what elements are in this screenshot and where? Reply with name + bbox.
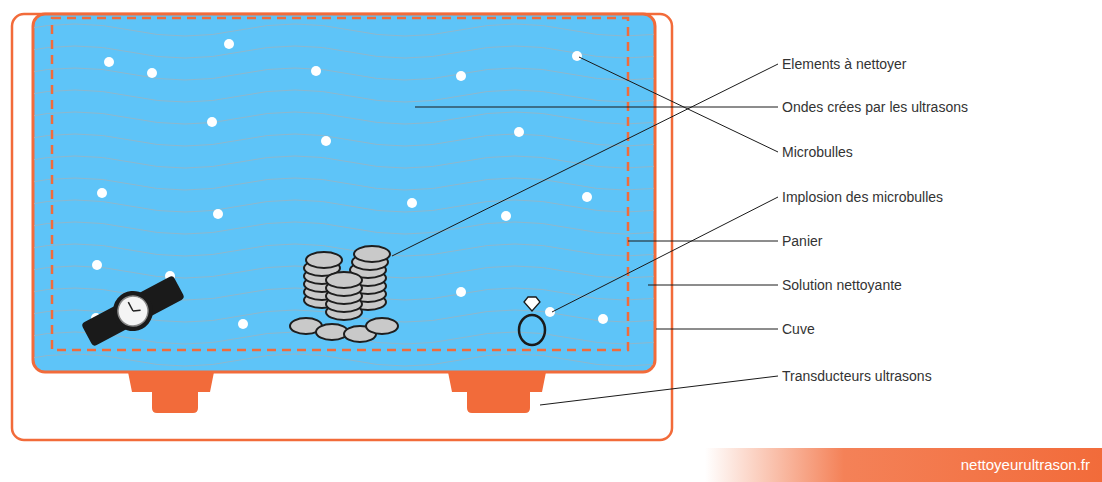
bubble	[213, 209, 223, 219]
bubble	[97, 188, 107, 198]
bubble	[311, 66, 321, 76]
watch-hand	[128, 302, 133, 311]
bubble	[321, 136, 331, 146]
coin	[316, 324, 348, 340]
coin	[354, 246, 390, 262]
coins	[290, 246, 398, 342]
bubble	[545, 307, 555, 317]
callout-label: Ondes crées par les ultrasons	[782, 98, 968, 116]
leader-line	[579, 57, 778, 152]
bubble	[582, 192, 592, 202]
wave	[34, 46, 654, 58]
wave	[34, 222, 654, 234]
wave	[34, 244, 654, 256]
wave	[34, 200, 654, 212]
bubble	[238, 319, 248, 329]
coin	[326, 272, 362, 288]
watermark: nettoyeurultrason.fr	[961, 456, 1090, 474]
transducer	[128, 372, 214, 413]
callout-label: Cuve	[782, 320, 815, 338]
bubble	[572, 51, 582, 61]
wave	[34, 90, 654, 102]
bubble	[147, 68, 157, 78]
bubble	[92, 260, 102, 270]
wave	[34, 112, 654, 124]
basket	[52, 18, 628, 350]
wave	[34, 156, 654, 168]
bubble	[598, 314, 608, 324]
bubble	[407, 198, 417, 208]
transducer	[448, 372, 546, 413]
wave	[34, 178, 654, 190]
watch-face	[113, 291, 154, 332]
callout-label: Microbulles	[782, 143, 853, 161]
bubble	[456, 287, 466, 297]
coin	[306, 252, 342, 268]
callout-label: Transducteurs ultrasons	[782, 367, 932, 385]
watch-strap	[81, 275, 185, 347]
wave	[34, 354, 654, 366]
bubble	[104, 57, 114, 67]
callout-label: Panier	[782, 232, 822, 250]
wave	[34, 24, 654, 36]
ring-diamond	[524, 297, 540, 311]
watermark-band	[705, 448, 1102, 482]
leader-line	[415, 107, 778, 108]
tank	[33, 14, 655, 372]
bubble	[207, 117, 217, 127]
watch-case	[106, 284, 160, 338]
leader-line	[540, 376, 778, 405]
callout-label: Solution nettoyante	[782, 276, 902, 294]
leader-lines	[392, 57, 778, 405]
callout-label: Implosion des microbulles	[782, 188, 943, 206]
ring-band	[519, 315, 545, 345]
leader-line	[648, 285, 778, 286]
bubble	[224, 39, 234, 49]
housing	[12, 14, 672, 440]
leader-line	[392, 64, 778, 256]
wave-group	[34, 24, 654, 366]
watch	[78, 269, 189, 353]
ring	[519, 297, 545, 345]
bubble	[514, 127, 524, 137]
leader-line	[552, 197, 778, 312]
wave	[34, 134, 654, 146]
wave	[34, 68, 654, 80]
bubble	[456, 71, 466, 81]
callout-label: Elements à nettoyer	[782, 55, 907, 73]
leader-line	[656, 329, 778, 330]
coin	[366, 318, 398, 334]
bubble	[501, 211, 511, 221]
leader-line	[628, 241, 778, 242]
watch-hand	[133, 308, 141, 314]
